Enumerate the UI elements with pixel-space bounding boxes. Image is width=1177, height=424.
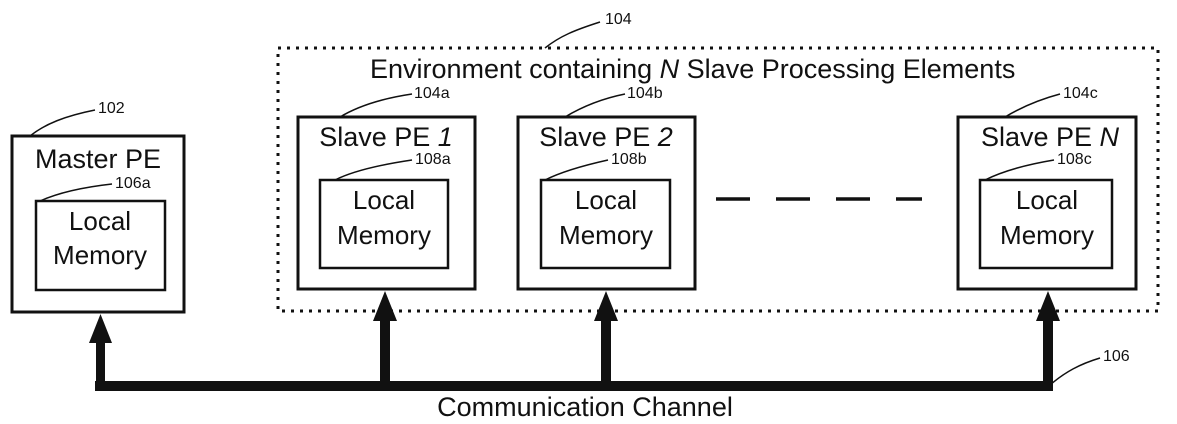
environment-ref-leader bbox=[544, 21, 601, 49]
slave-pe-2-memory-ref-label: 108b bbox=[611, 151, 647, 168]
arrow-to-slave-pe-1 bbox=[373, 291, 397, 386]
channel-ref-label: 106 bbox=[1103, 348, 1130, 365]
slave-pe-n-memory-label-line1: Local bbox=[1016, 185, 1078, 215]
arrow-to-slave-pe-2 bbox=[594, 291, 618, 386]
arrow-to-slave-pe-n bbox=[1036, 291, 1060, 386]
slave-pe-n-ref-leader bbox=[1004, 93, 1061, 118]
slave-pe-n-memory-ref-label: 108c bbox=[1057, 151, 1092, 168]
master-memory-ref-leader bbox=[39, 183, 113, 202]
environment-title: Environment containing N Slave Processin… bbox=[370, 54, 1015, 84]
master-memory-label-line2: Memory bbox=[53, 240, 147, 270]
slave-pe-2-label: Slave PE 2 bbox=[539, 122, 673, 152]
slave-pe-2-ref-leader bbox=[564, 93, 626, 118]
channel-label: Communication Channel bbox=[437, 392, 733, 422]
arrow-to-master bbox=[89, 314, 112, 386]
slave-pe-1-memory-ref-leader bbox=[334, 159, 413, 181]
slave-pe-2-memory-label-line2: Memory bbox=[559, 220, 653, 250]
slave-pe-n-memory-label-line2: Memory bbox=[1000, 220, 1094, 250]
communication-bus bbox=[95, 381, 1053, 391]
channel-ref-leader bbox=[1049, 357, 1101, 386]
slave-pe-2-memory-label-line1: Local bbox=[575, 185, 637, 215]
slave-pe-1-ref-leader bbox=[339, 93, 413, 118]
slave-pe-1-memory-label-line2: Memory bbox=[337, 220, 431, 250]
slave-pe-2-memory-box bbox=[539, 178, 672, 270]
slave-pe-n-label: Slave PE N bbox=[981, 122, 1120, 152]
master-ref-label: 102 bbox=[98, 100, 125, 117]
slave-pe-1-memory-ref-label: 108a bbox=[415, 151, 451, 168]
slave-pe-1-label: Slave PE 1 bbox=[319, 122, 453, 152]
master-memory-label-line1: Local bbox=[69, 206, 131, 236]
slave-pe-n-memory-box bbox=[978, 178, 1114, 270]
slave-pe-1-memory-box bbox=[318, 178, 450, 270]
master-memory-ref-label: 106a bbox=[115, 175, 151, 192]
environment-ref-label: 104 bbox=[605, 11, 632, 28]
master-pe-label: Master PE bbox=[35, 144, 161, 174]
slave-pe-1-memory-label-line1: Local bbox=[353, 185, 415, 215]
slave-pe-1-ref-label: 104a bbox=[414, 85, 450, 102]
slave-pe-n-ref-label: 104c bbox=[1063, 85, 1098, 102]
slave-pe-2-memory-ref-leader bbox=[544, 159, 609, 181]
slave-pe-n-memory-ref-leader bbox=[984, 159, 1055, 181]
master-memory-box bbox=[34, 199, 167, 292]
master-ref-leader bbox=[29, 109, 96, 137]
slave-pe-2-ref-label: 104b bbox=[627, 85, 663, 102]
